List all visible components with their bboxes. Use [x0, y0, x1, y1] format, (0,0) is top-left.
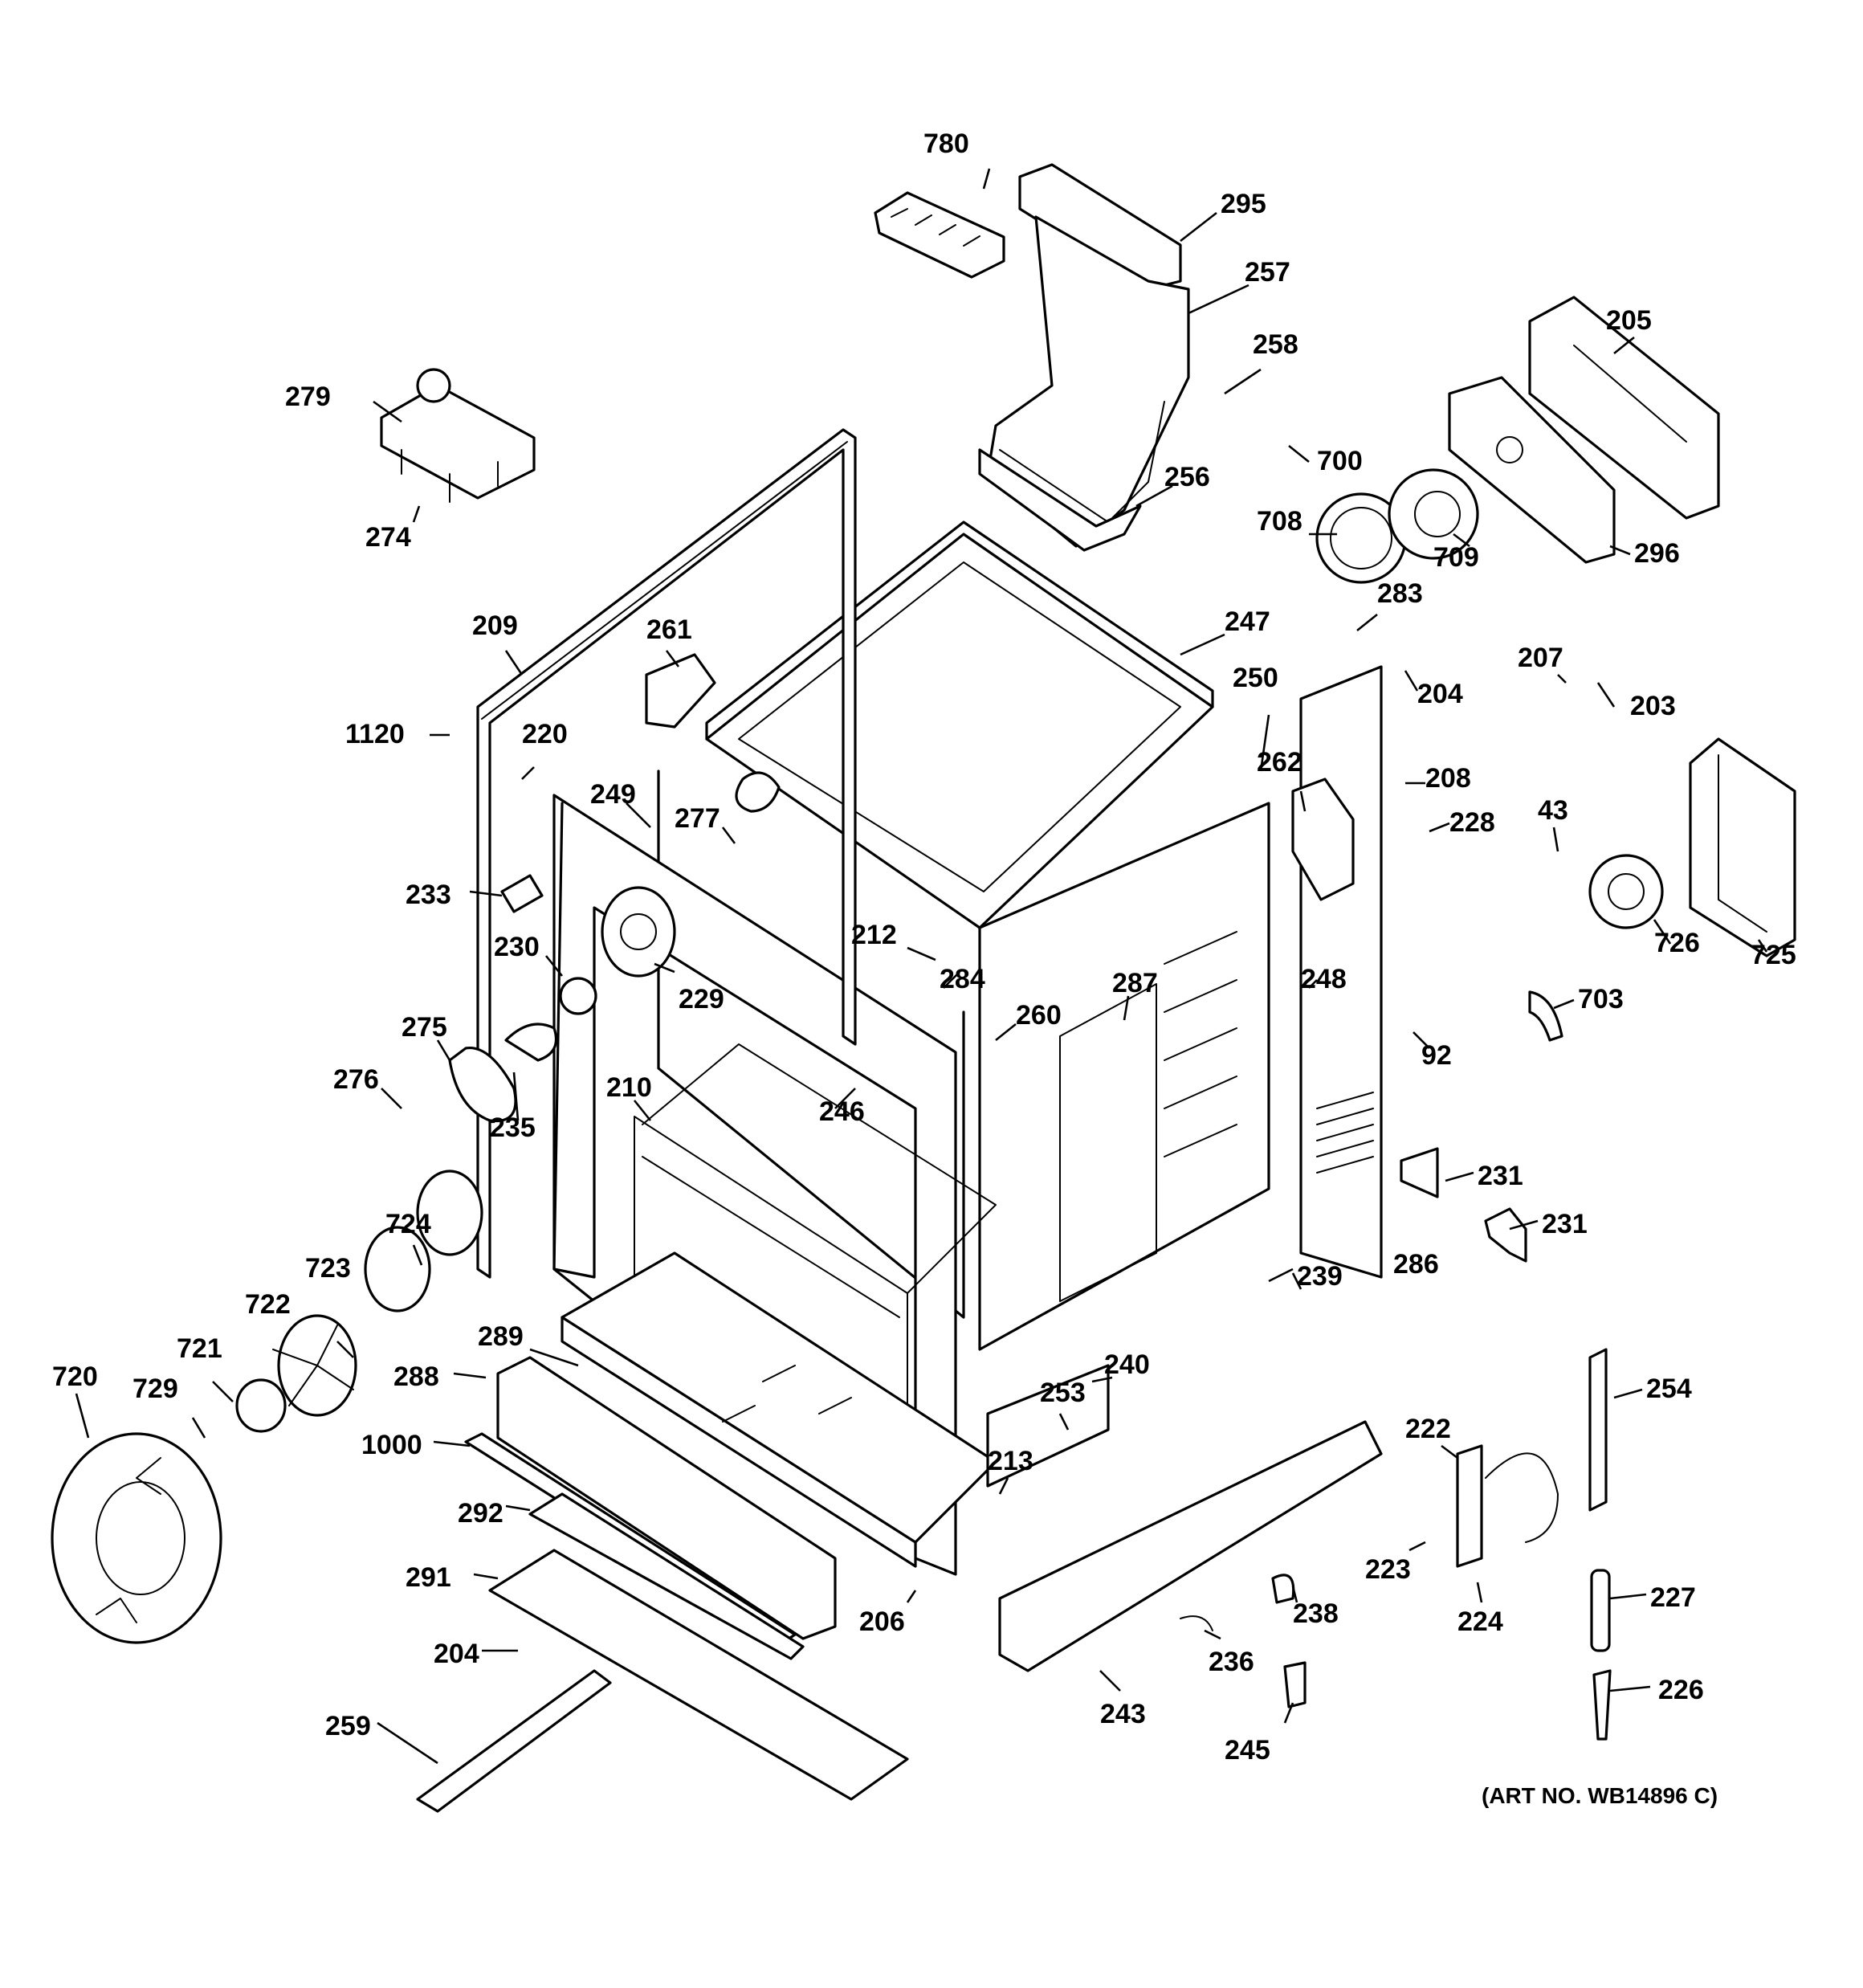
callout-276: 276 [333, 1064, 379, 1095]
callout-223: 223 [1365, 1554, 1411, 1585]
callout-260: 260 [1016, 1000, 1062, 1031]
callout-208: 208 [1425, 763, 1471, 794]
callout-240: 240 [1104, 1349, 1150, 1380]
callout-213: 213 [988, 1446, 1033, 1476]
callout-43: 43 [1538, 795, 1568, 826]
callout-210: 210 [606, 1072, 652, 1103]
callout-248: 248 [1301, 964, 1347, 994]
insulation-blocks [645, 653, 1355, 901]
callout-283: 283 [1377, 578, 1423, 609]
callout-295: 295 [1221, 189, 1266, 219]
callout-275: 275 [402, 1012, 447, 1043]
callout-222: 222 [1405, 1414, 1451, 1444]
right-small-parts [1180, 990, 1612, 1741]
callout-209: 209 [472, 610, 518, 641]
callout-226: 226 [1658, 1675, 1704, 1705]
callout-288: 288 [393, 1361, 439, 1392]
callout-229: 229 [679, 984, 724, 1014]
part-780 [874, 191, 1005, 279]
art-number: (ART NO. WB14896 C) [1482, 1783, 1718, 1808]
callout-262: 262 [1257, 747, 1302, 778]
callout-236: 236 [1209, 1647, 1254, 1677]
leader-lines [75, 168, 1768, 1765]
callout-286: 286 [1393, 1249, 1439, 1280]
callout-723: 723 [305, 1253, 351, 1284]
callout-243: 243 [1100, 1699, 1146, 1729]
callout-235: 235 [490, 1112, 536, 1143]
callout-725: 725 [1751, 940, 1796, 970]
part-205 [1528, 296, 1720, 520]
callout-296: 296 [1634, 538, 1680, 569]
callout-231a: 231 [1478, 1161, 1523, 1191]
callout-721: 721 [177, 1333, 222, 1364]
callout-279: 279 [285, 382, 331, 412]
callout-1120: 1120 [345, 719, 405, 749]
callout-277: 277 [675, 803, 720, 834]
fan-stack [51, 1170, 483, 1644]
callout-238: 238 [1293, 1598, 1339, 1629]
callout-724: 724 [385, 1209, 431, 1239]
callout-709: 709 [1433, 542, 1479, 573]
callout-204a: 204 [1417, 679, 1463, 709]
callout-249: 249 [590, 779, 636, 810]
callout-259: 259 [325, 1711, 371, 1741]
part-279 [380, 368, 536, 503]
light-parts [448, 771, 781, 1123]
callout-246: 246 [819, 1096, 865, 1127]
callout-287: 287 [1112, 968, 1158, 998]
callout-203: 203 [1630, 691, 1676, 721]
callout-720: 720 [52, 1361, 98, 1392]
callout-230: 230 [494, 932, 540, 962]
callout-289: 289 [478, 1321, 524, 1352]
callout-250: 250 [1233, 663, 1278, 693]
callout-726: 726 [1654, 928, 1700, 958]
callout-205: 205 [1606, 305, 1652, 336]
callout-284: 284 [940, 964, 985, 994]
callout-233: 233 [406, 880, 451, 910]
callout-703: 703 [1578, 984, 1624, 1014]
callout-228: 228 [1449, 807, 1495, 838]
callout-labels: 780 295 257 258 205 279 274 700 256 708 … [52, 129, 1796, 1808]
callout-239: 239 [1297, 1261, 1343, 1292]
callout-231b: 231 [1542, 1209, 1588, 1239]
callout-257: 257 [1245, 257, 1290, 288]
callout-780: 780 [923, 129, 969, 159]
callout-204b: 204 [434, 1639, 479, 1669]
callout-92: 92 [1421, 1040, 1452, 1071]
callout-261: 261 [646, 614, 692, 645]
part-726 [1588, 854, 1664, 929]
bottom-rails [416, 1356, 1383, 1813]
callout-254: 254 [1646, 1374, 1692, 1404]
callout-274: 274 [365, 522, 411, 553]
callout-247: 247 [1225, 606, 1270, 637]
callout-258: 258 [1253, 329, 1298, 360]
callout-722: 722 [245, 1289, 291, 1320]
callout-212: 212 [851, 920, 897, 950]
callout-256: 256 [1164, 462, 1210, 492]
callout-729: 729 [132, 1374, 178, 1404]
callout-1000: 1000 [361, 1430, 422, 1460]
callout-245: 245 [1225, 1735, 1270, 1766]
callout-224: 224 [1457, 1606, 1503, 1637]
callout-207: 207 [1518, 643, 1563, 673]
part-296 [1448, 376, 1616, 564]
callout-292: 292 [458, 1498, 503, 1529]
callout-700: 700 [1317, 446, 1363, 476]
side-panel-209 [476, 428, 857, 1279]
callout-253: 253 [1040, 1378, 1086, 1408]
callout-227: 227 [1650, 1582, 1696, 1613]
flue-assembly [978, 163, 1190, 552]
callout-220: 220 [522, 719, 568, 749]
callout-708: 708 [1257, 506, 1302, 537]
callout-291: 291 [406, 1562, 451, 1593]
callout-206: 206 [859, 1606, 905, 1637]
part-725 [1689, 737, 1796, 957]
